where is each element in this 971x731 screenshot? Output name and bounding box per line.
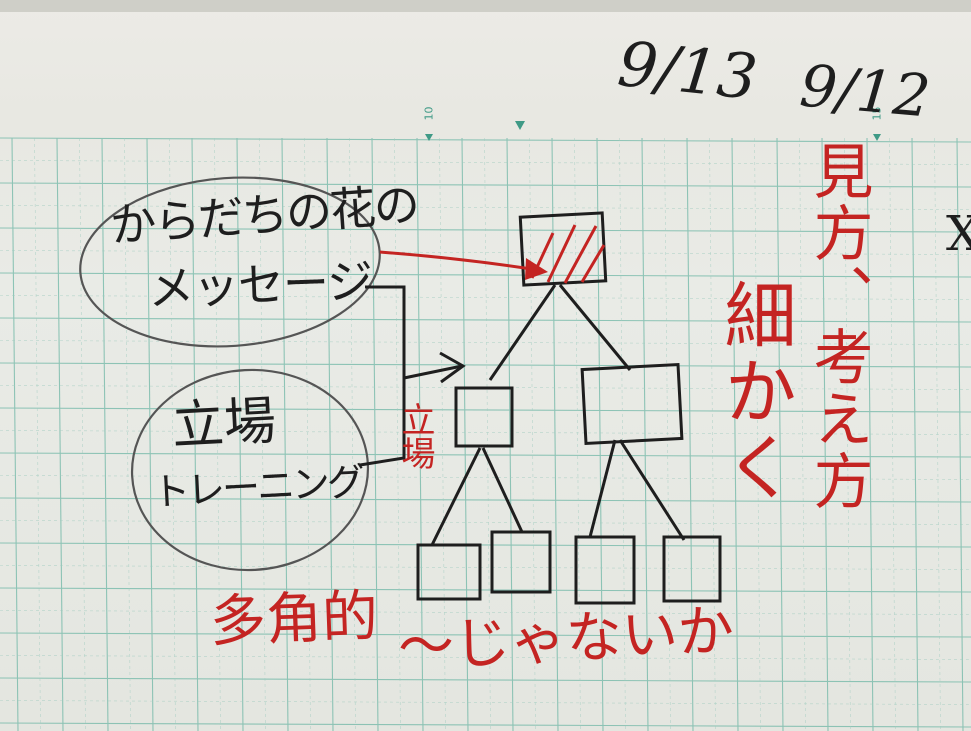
grid-line-vertical xyxy=(101,137,109,731)
bubble-top-outline xyxy=(79,176,381,348)
grid-line-horizontal xyxy=(0,272,971,278)
ruler-number-left: 10 xyxy=(422,106,436,121)
grid-line-vertical xyxy=(461,137,469,731)
grid-line-horizontal xyxy=(0,587,971,593)
subgrid-line-vertical xyxy=(574,137,581,731)
note-multi: 多角的 xyxy=(208,584,380,655)
subgrid-line-vertical xyxy=(664,137,671,731)
grid-line-horizontal xyxy=(0,407,971,413)
subgrid-line-vertical xyxy=(124,137,131,731)
note-view: 見方、考え方 xyxy=(803,140,873,512)
grid-line-horizontal xyxy=(0,542,971,548)
subgrid-line-vertical xyxy=(259,137,266,731)
grid-line-horizontal xyxy=(0,677,971,683)
grid-line-horizontal xyxy=(0,497,971,503)
grid-line-vertical xyxy=(371,137,379,731)
grid-line-vertical xyxy=(56,137,64,731)
grid-line-vertical xyxy=(146,137,154,731)
graph-subgrid xyxy=(0,137,971,731)
grid-line-vertical xyxy=(866,137,874,731)
subgrid-line-vertical xyxy=(394,137,401,731)
subgrid-line-vertical xyxy=(889,137,896,731)
grid-line-vertical xyxy=(731,137,739,731)
subgrid-line-vertical xyxy=(529,137,536,731)
edge-mark: X xyxy=(946,206,971,262)
grid-line-horizontal xyxy=(0,362,971,368)
grid-line-vertical xyxy=(551,137,559,731)
subgrid-line-vertical xyxy=(79,137,86,731)
bubble-bottom-line2: トレーニング xyxy=(150,459,364,515)
note-question: 〜じゃないか xyxy=(396,598,736,681)
tree-diagram xyxy=(416,211,722,605)
tree-label-red: 立場 xyxy=(395,402,435,470)
date-first: 9/13 xyxy=(614,26,761,115)
grid-line-horizontal xyxy=(0,137,971,143)
red-arrow xyxy=(379,250,539,272)
subgrid-line-vertical xyxy=(34,137,41,731)
date-second: 9/12 xyxy=(797,51,933,131)
subgrid-line-vertical xyxy=(754,137,761,731)
ruler-tick-10 xyxy=(425,134,433,141)
grid-line-vertical xyxy=(911,137,919,731)
grid-line-vertical xyxy=(326,137,334,731)
subgrid-line-horizontal xyxy=(0,565,971,570)
graph-grid xyxy=(0,137,971,731)
grid-line-vertical xyxy=(776,137,784,731)
grid-line-vertical xyxy=(281,137,289,731)
subgrid-line-vertical xyxy=(304,137,311,731)
grid-line-vertical xyxy=(191,137,199,731)
top-box-hatching xyxy=(530,224,606,284)
subgrid-line-vertical xyxy=(799,137,806,731)
grid-line-vertical xyxy=(416,137,424,731)
red-arrow-head xyxy=(525,258,548,280)
grid-line-vertical xyxy=(686,137,694,731)
bubble-top-line2: メッセージ xyxy=(147,254,373,316)
grid-line-vertical xyxy=(641,137,649,731)
note-detail: 細かく xyxy=(712,278,796,506)
connector-arrow xyxy=(403,364,463,380)
grid-line-vertical xyxy=(236,137,244,731)
grid-line-horizontal xyxy=(0,182,971,188)
subgrid-line-vertical xyxy=(484,137,491,731)
subgrid-line-vertical xyxy=(619,137,626,731)
subgrid-line-vertical xyxy=(349,137,356,731)
grid-line-horizontal xyxy=(0,632,971,638)
grid-line-horizontal xyxy=(0,722,971,728)
ruler-tick-15 xyxy=(873,134,881,141)
subgrid-line-vertical xyxy=(709,137,716,731)
subgrid-line-vertical xyxy=(214,137,221,731)
subgrid-line-vertical xyxy=(169,137,176,731)
subgrid-line-vertical xyxy=(844,137,851,731)
grid-line-vertical xyxy=(11,137,19,731)
subgrid-line-horizontal xyxy=(0,700,971,705)
grid-line-vertical xyxy=(821,137,829,731)
arrow-head xyxy=(439,351,466,384)
grid-line-vertical xyxy=(596,137,604,731)
connector-bracket xyxy=(359,285,406,467)
bubble-bottom-line1: 立場 xyxy=(170,391,278,457)
subgrid-line-vertical xyxy=(439,137,446,731)
ruler-pointer xyxy=(515,121,525,130)
grid-line-vertical xyxy=(506,137,514,731)
grid-line-horizontal xyxy=(0,317,971,323)
